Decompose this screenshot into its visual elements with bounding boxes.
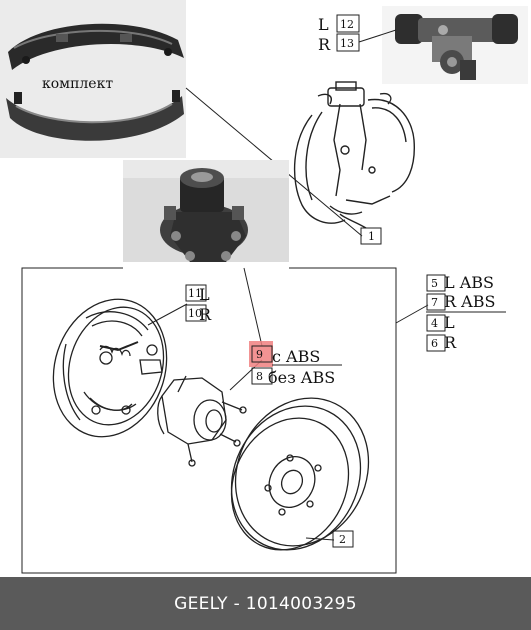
callout-box-13 — [336, 33, 360, 52]
callout-2: 2 — [339, 533, 346, 546]
label-l-12: L — [318, 15, 329, 34]
callout-5: 5 — [431, 277, 438, 290]
callout-box-1 — [360, 227, 382, 245]
callout-1: 1 — [368, 230, 375, 243]
brake-drum-drawing — [230, 397, 370, 551]
callout-box-2 — [332, 530, 354, 548]
callout-box-4 — [426, 314, 446, 332]
footer-bar: GEELY - 1014003295 — [0, 577, 531, 630]
label-with-abs: с ABS — [272, 347, 320, 366]
callout-6: 6 — [431, 337, 438, 350]
callout-11: 11 — [188, 287, 202, 300]
brake-shoes-photo: комплект — [0, 0, 186, 158]
label-r-10: R — [199, 305, 212, 324]
callout-7: 7 — [431, 296, 438, 309]
label-l-11: L — [199, 285, 210, 304]
callout-box-8 — [251, 367, 273, 385]
kit-label: комплект — [42, 76, 113, 92]
label-r-13: R — [318, 35, 331, 54]
hub-drawing — [157, 375, 247, 467]
label-l-4: L — [444, 313, 455, 332]
callout-box-11 — [185, 284, 207, 302]
part-number-label: GEELY - 1014003295 — [174, 593, 357, 614]
wheel-cylinder-photo — [382, 6, 528, 84]
label-r-abs: R ABS — [444, 292, 495, 311]
callout-13: 13 — [340, 37, 354, 50]
callout-4: 4 — [431, 317, 438, 330]
callout-10: 10 — [188, 307, 202, 320]
callout-12: 12 — [340, 18, 354, 31]
wheel-hub-photo — [123, 160, 289, 270]
callout-box-6 — [426, 334, 446, 352]
callout-box-7 — [426, 293, 446, 311]
highlight-callout-9 — [249, 341, 273, 367]
callout-12-13-group: L R 12 13 — [318, 14, 397, 54]
brake-assembly-drawing-top — [293, 81, 415, 229]
label-l-abs: L ABS — [444, 273, 494, 292]
callout-8: 8 — [256, 370, 263, 383]
label-without-abs: без ABS — [268, 368, 335, 387]
callout-box-5 — [426, 274, 446, 292]
callout-box-12 — [336, 14, 360, 33]
backing-plate-drawing — [52, 298, 168, 438]
callout-9: 9 — [256, 348, 263, 361]
callout-box-9 — [251, 345, 273, 363]
callout-box-10 — [185, 304, 207, 322]
label-r-6: R — [444, 333, 457, 352]
